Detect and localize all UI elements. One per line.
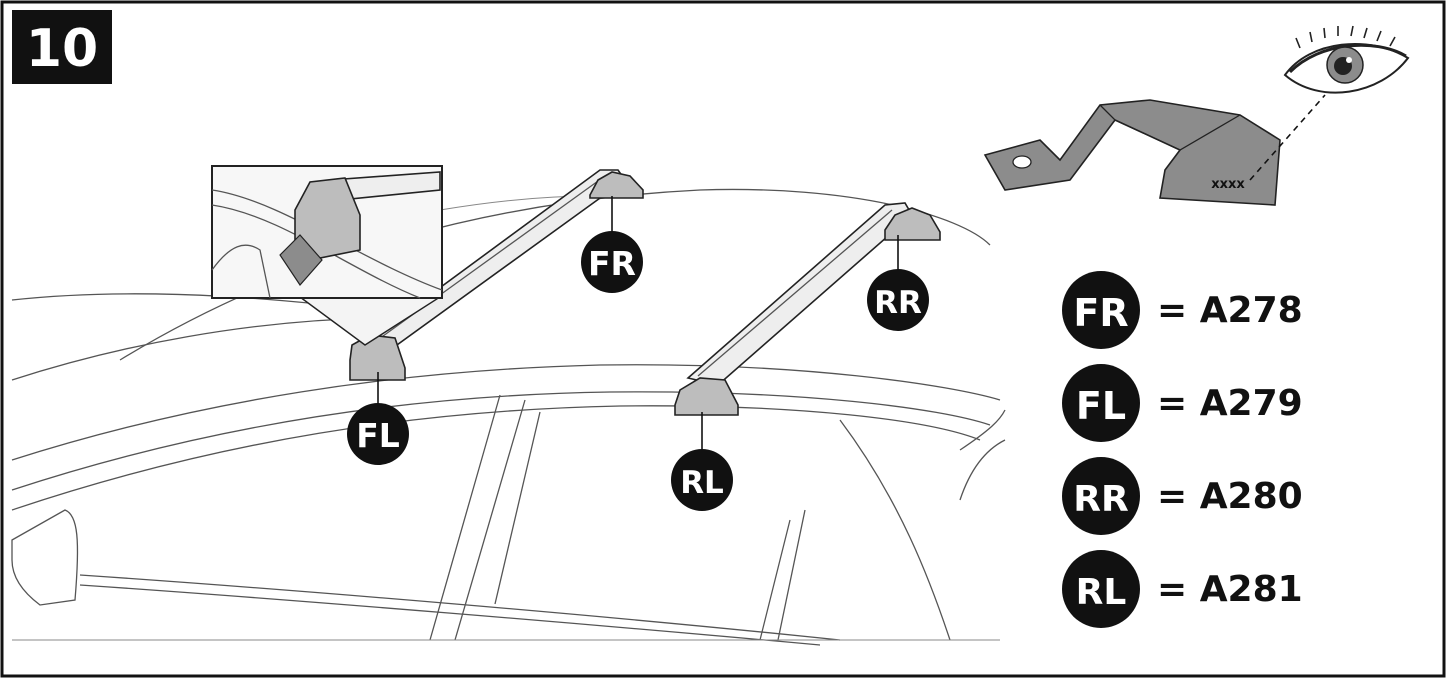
bracket-sightline bbox=[1249, 94, 1326, 181]
step-number-bg bbox=[12, 10, 112, 84]
rear-roof-bar bbox=[674, 202, 941, 416]
car-drip-rail bbox=[11, 391, 991, 491]
eye-icon bbox=[1283, 25, 1410, 94]
car-c-pillar-2 bbox=[777, 509, 806, 641]
legend-badge-fl bbox=[1062, 364, 1140, 442]
car-b-pillar bbox=[494, 411, 541, 605]
marker-fl-badge bbox=[347, 403, 409, 465]
legend: FR = A278 FL = A279 RR = A280 RL = A281 bbox=[1062, 271, 1303, 628]
marker-fr: FR bbox=[581, 196, 643, 293]
marker-rl-badge bbox=[671, 449, 733, 511]
legend-badge-fr bbox=[1062, 271, 1140, 349]
marker-rr-badge bbox=[867, 269, 929, 331]
car-a-pillar-2 bbox=[454, 399, 526, 641]
marker-fr-label: FR bbox=[588, 244, 636, 283]
front-left-foot bbox=[349, 334, 406, 381]
inset-bracket-strap bbox=[279, 234, 323, 286]
front-right-foot bbox=[589, 171, 644, 199]
car-c-pillar-1 bbox=[759, 519, 791, 641]
rear-bar-channel bbox=[697, 209, 893, 377]
bracket-hole bbox=[1012, 155, 1032, 169]
legend-value-rl: = A281 bbox=[1157, 569, 1303, 610]
marker-rr-label: RR bbox=[874, 285, 922, 321]
legend-badge-rl bbox=[1062, 550, 1140, 628]
legend-item-rr: RR = A280 bbox=[1062, 457, 1303, 535]
legend-badge-rr bbox=[1062, 457, 1140, 535]
legend-value-rr: = A280 bbox=[1157, 476, 1303, 517]
bracket-body bbox=[983, 99, 1281, 206]
car-a-pillar-1 bbox=[429, 394, 501, 641]
car-roof-edge-near bbox=[11, 364, 1001, 461]
bracket-fold-line bbox=[1099, 104, 1241, 151]
marker-fl-label: FL bbox=[356, 416, 400, 455]
step-number-box: 10 bbox=[12, 10, 112, 84]
bracket-marking: xxxx bbox=[1211, 177, 1245, 192]
legend-value-fl: = A279 bbox=[1157, 383, 1303, 424]
detail-inset bbox=[211, 165, 443, 346]
rear-left-foot bbox=[674, 377, 739, 416]
marker-fl: FL bbox=[347, 372, 409, 465]
marker-rl-label: RL bbox=[680, 465, 724, 501]
legend-code-rr: RR bbox=[1073, 479, 1128, 520]
car-belt-line bbox=[79, 574, 841, 641]
car-window-top bbox=[11, 405, 981, 511]
car-tail-line bbox=[959, 439, 1006, 501]
legend-item-fl: FL = A279 bbox=[1062, 364, 1303, 442]
legend-code-rl: RL bbox=[1076, 572, 1127, 613]
marker-rl: RL bbox=[671, 412, 733, 511]
step-number: 10 bbox=[26, 19, 98, 79]
legend-code-fl: FL bbox=[1076, 384, 1126, 428]
legend-value-fr: = A278 bbox=[1157, 290, 1303, 331]
bracket-part: xxxx bbox=[983, 94, 1326, 206]
car-rear-edge bbox=[839, 419, 951, 641]
marker-fr-badge bbox=[581, 231, 643, 293]
legend-item-fr: FR = A278 bbox=[1062, 271, 1303, 349]
car-trunk-line bbox=[959, 409, 1006, 451]
legend-item-rl: RL = A281 bbox=[1062, 550, 1303, 628]
legend-code-fr: FR bbox=[1073, 291, 1128, 335]
marker-rr: RR bbox=[867, 235, 929, 331]
inset-door-line bbox=[211, 244, 271, 299]
car-mirror bbox=[11, 509, 79, 606]
rear-right-foot bbox=[884, 207, 941, 241]
car-cowl-line bbox=[11, 317, 381, 381]
car-belt-line-2 bbox=[79, 584, 821, 646]
